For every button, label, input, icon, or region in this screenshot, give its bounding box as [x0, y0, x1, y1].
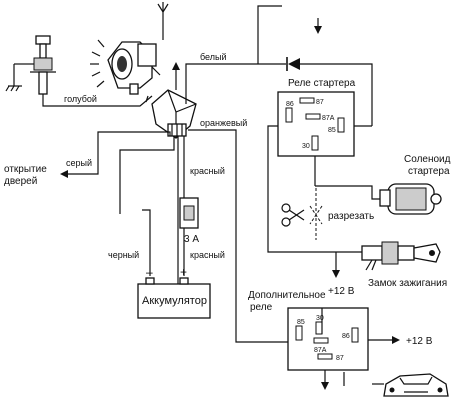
aux-relay-title-1: Дополнительное	[248, 290, 326, 301]
aux-pin-30: 30	[316, 315, 324, 322]
aux-pin-85: 85	[297, 319, 305, 326]
ignition-lock-icon	[361, 241, 441, 271]
ignition-plus12: +12 В	[328, 286, 355, 297]
fuse-rating: 3 А	[184, 234, 199, 245]
battery-title: Аккумулятор	[142, 295, 207, 307]
starter-pin-87a: 87A	[322, 115, 335, 122]
battery-plus: +	[180, 265, 187, 279]
door-switch-icon	[30, 35, 56, 100]
wire-label-black: черный	[108, 250, 139, 260]
cut-label: разрезать	[328, 211, 374, 222]
ground-icon	[5, 63, 30, 92]
wire-label-blue: голубой	[64, 94, 97, 104]
fuse-icon	[179, 197, 199, 229]
wire-label-red-top: красный	[190, 166, 225, 176]
wire-label-orange: оранжевый	[200, 118, 247, 128]
alarm-module	[151, 89, 197, 139]
door-opening-2: дверей	[4, 176, 37, 187]
starter-pin-85: 85	[328, 127, 336, 134]
ignition-lock-title: Замок зажигания	[368, 278, 447, 289]
wire-label-gray: серый	[66, 158, 92, 168]
aux-pin-87a: 87A	[314, 347, 327, 354]
scissors-icon	[281, 203, 305, 227]
aux-plus12: +12 В	[406, 336, 433, 347]
starter-pin-30: 30	[302, 143, 310, 150]
antenna-icon	[157, 2, 169, 40]
aux-pin-86: 86	[342, 333, 350, 340]
wire-label-red-bottom: красный	[190, 250, 225, 260]
aux-relay: 85 30 87A 86 87	[287, 307, 369, 371]
starter-pin-86: 86	[286, 101, 294, 108]
solenoid-title-1: Соленоид	[404, 154, 451, 165]
starter-pin-87: 87	[316, 99, 324, 106]
battery-minus: –	[146, 265, 153, 279]
solenoid-title-2: стартера	[408, 166, 450, 177]
starter-relay: 86 87 87A 85 30	[277, 91, 355, 157]
diode-icon	[286, 57, 300, 71]
wire-label-white: белый	[200, 52, 227, 62]
starter-relay-title: Реле стартера	[288, 78, 356, 89]
siren-icon	[90, 39, 157, 95]
battery	[137, 277, 211, 319]
aux-pin-87: 87	[336, 355, 344, 362]
aux-relay-title-2: реле	[250, 302, 273, 313]
starter-solenoid	[379, 183, 442, 215]
door-opening-1: открытие	[4, 164, 47, 175]
car-icon	[383, 373, 449, 397]
